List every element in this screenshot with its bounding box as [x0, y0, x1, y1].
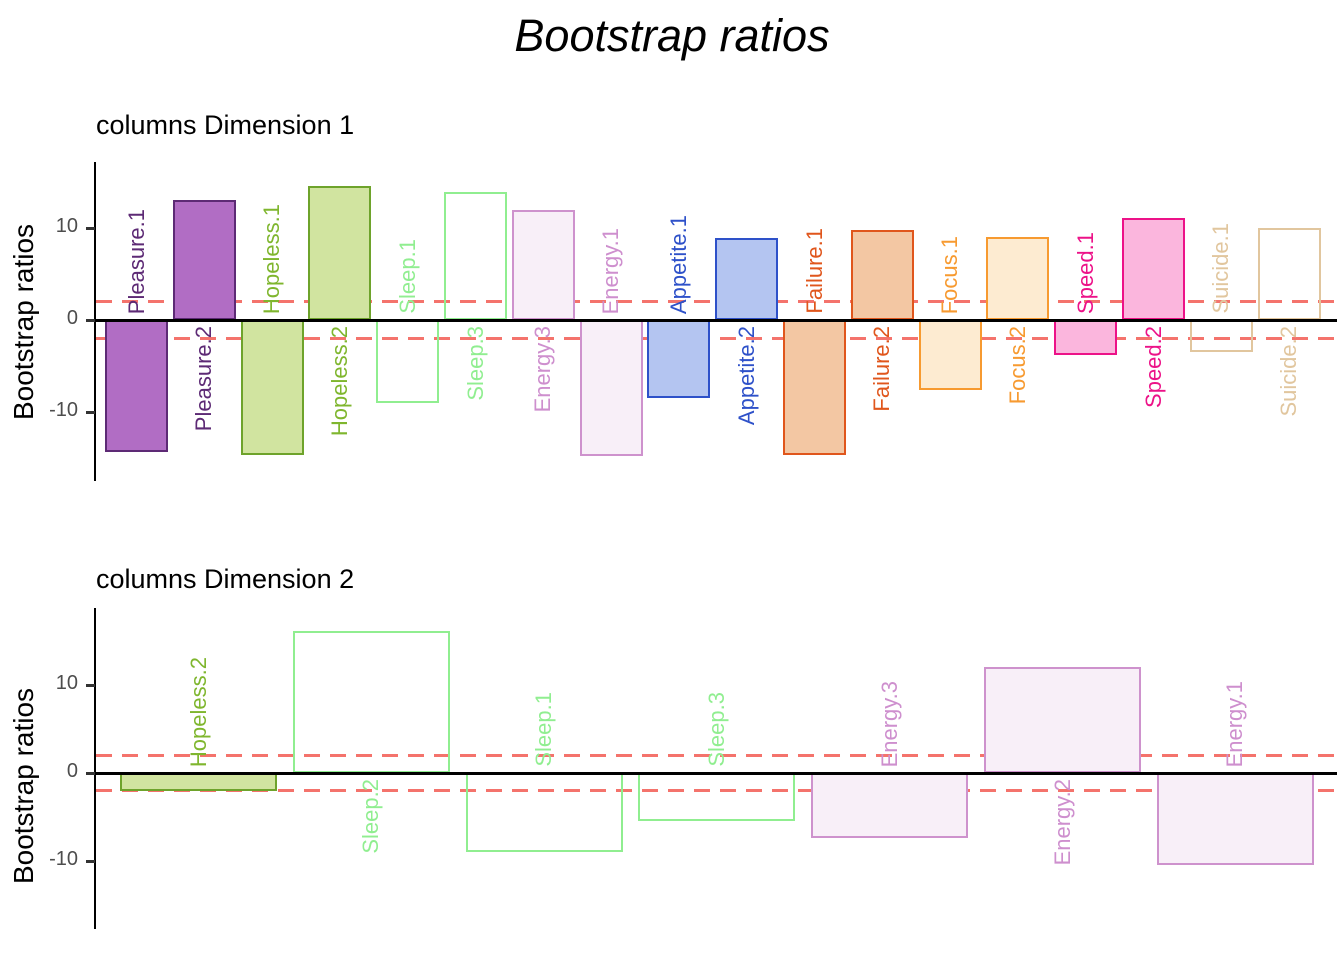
y-tick-label-10: 10	[55, 215, 78, 237]
bar-label-Energy.1: Energy.1	[598, 227, 624, 314]
bar-label-Sleep.1: Sleep.1	[531, 692, 557, 767]
bar-Appetite.2	[715, 238, 779, 320]
bar-Pleasure.1	[105, 320, 168, 452]
bar-label-Failure.2: Failure.2	[869, 326, 895, 412]
bar-Energy.3	[511, 209, 575, 320]
bar-Appetite.1	[647, 320, 711, 399]
bar-label-Energy.3: Energy.3	[876, 680, 902, 767]
bar-label-Failure.1: Failure.1	[801, 228, 827, 314]
bar-Sleep.1	[376, 320, 440, 403]
bar-label-Pleasure.1: Pleasure.1	[123, 208, 149, 314]
bar-label-Sleep.3: Sleep.3	[462, 326, 488, 401]
bar-label-Sleep.2: Sleep.2	[358, 779, 384, 854]
bar-label-Pleasure.2: Pleasure.2	[191, 326, 217, 432]
threshold-line-pos	[96, 753, 1337, 757]
y-tick--10	[86, 859, 95, 863]
bar-Sleep.2	[292, 631, 450, 773]
bar-label-Speed.2: Speed.2	[1140, 326, 1166, 408]
y-axis-line	[94, 162, 96, 481]
bar-Hopeless.1	[240, 320, 304, 456]
bar-label-Focus.1: Focus.1	[937, 235, 963, 314]
bar-Energy.2	[984, 667, 1141, 773]
bar-Sleep.3	[444, 192, 507, 320]
bar-label-Sleep.1: Sleep.1	[394, 239, 420, 314]
bar-Hopeless.2	[120, 773, 277, 792]
bar-label-Speed.1: Speed.1	[1072, 232, 1098, 314]
bar-label-Sleep.3: Sleep.3	[703, 692, 729, 767]
bar-Energy.1	[579, 320, 643, 457]
bar-label-Hopeless.2: Hopeless.2	[185, 656, 211, 767]
y-tick-label-10: 10	[55, 672, 78, 694]
bar-label-Energy.3: Energy.3	[530, 326, 556, 413]
y-tick-10	[86, 683, 95, 687]
y-tick-0	[86, 771, 95, 775]
bar-Energy.3	[811, 773, 969, 839]
y-axis-line	[94, 608, 96, 929]
chart-title: Bootstrap ratios	[514, 10, 830, 61]
bar-label-Suicide.1: Suicide.1	[1208, 223, 1234, 314]
y-tick-10	[86, 226, 95, 230]
bar-Energy.1	[1156, 773, 1314, 865]
panel-title-dim2: columns Dimension 2	[96, 564, 355, 594]
bar-label-Appetite.2: Appetite.2	[733, 326, 759, 426]
bar-Speed.2	[1122, 217, 1185, 320]
y-tick--10	[86, 410, 95, 414]
panel-title-dim1: columns Dimension 1	[96, 110, 355, 140]
bar-Pleasure.2	[172, 200, 236, 320]
y-tick-0	[86, 318, 95, 322]
bar-label-Hopeless.2: Hopeless.2	[326, 326, 352, 437]
bar-Hopeless.2	[308, 185, 372, 320]
bar-label-Suicide.2: Suicide.2	[1276, 326, 1302, 417]
bar-label-Hopeless.1: Hopeless.1	[259, 203, 285, 314]
y-tick-label-0: 0	[66, 760, 78, 782]
bar-Speed.1	[1054, 320, 1118, 355]
bar-Failure.1	[783, 320, 846, 456]
bar-Sleep.1	[465, 773, 623, 853]
bar-Suicide.1	[1189, 320, 1253, 353]
y-tick-label--10: -10	[49, 399, 78, 421]
threshold-line-neg	[96, 336, 1337, 340]
bar-label-Energy.2: Energy.2	[1049, 779, 1075, 866]
bar-Focus.2	[986, 237, 1050, 320]
bar-Failure.2	[850, 229, 914, 320]
bar-label-Appetite.1: Appetite.1	[665, 214, 691, 314]
zero-axis-line	[94, 318, 1337, 322]
bar-Focus.1	[918, 320, 982, 390]
bar-Sleep.3	[638, 773, 796, 821]
bar-label-Energy.1: Energy.1	[1222, 680, 1248, 767]
y-tick-label-0: 0	[66, 307, 78, 329]
y-tick-label--10: -10	[49, 848, 78, 870]
bar-Suicide.2	[1257, 228, 1321, 320]
threshold-line-neg	[96, 789, 1337, 793]
zero-axis-line	[94, 771, 1337, 775]
bar-label-Focus.2: Focus.2	[1004, 326, 1030, 405]
